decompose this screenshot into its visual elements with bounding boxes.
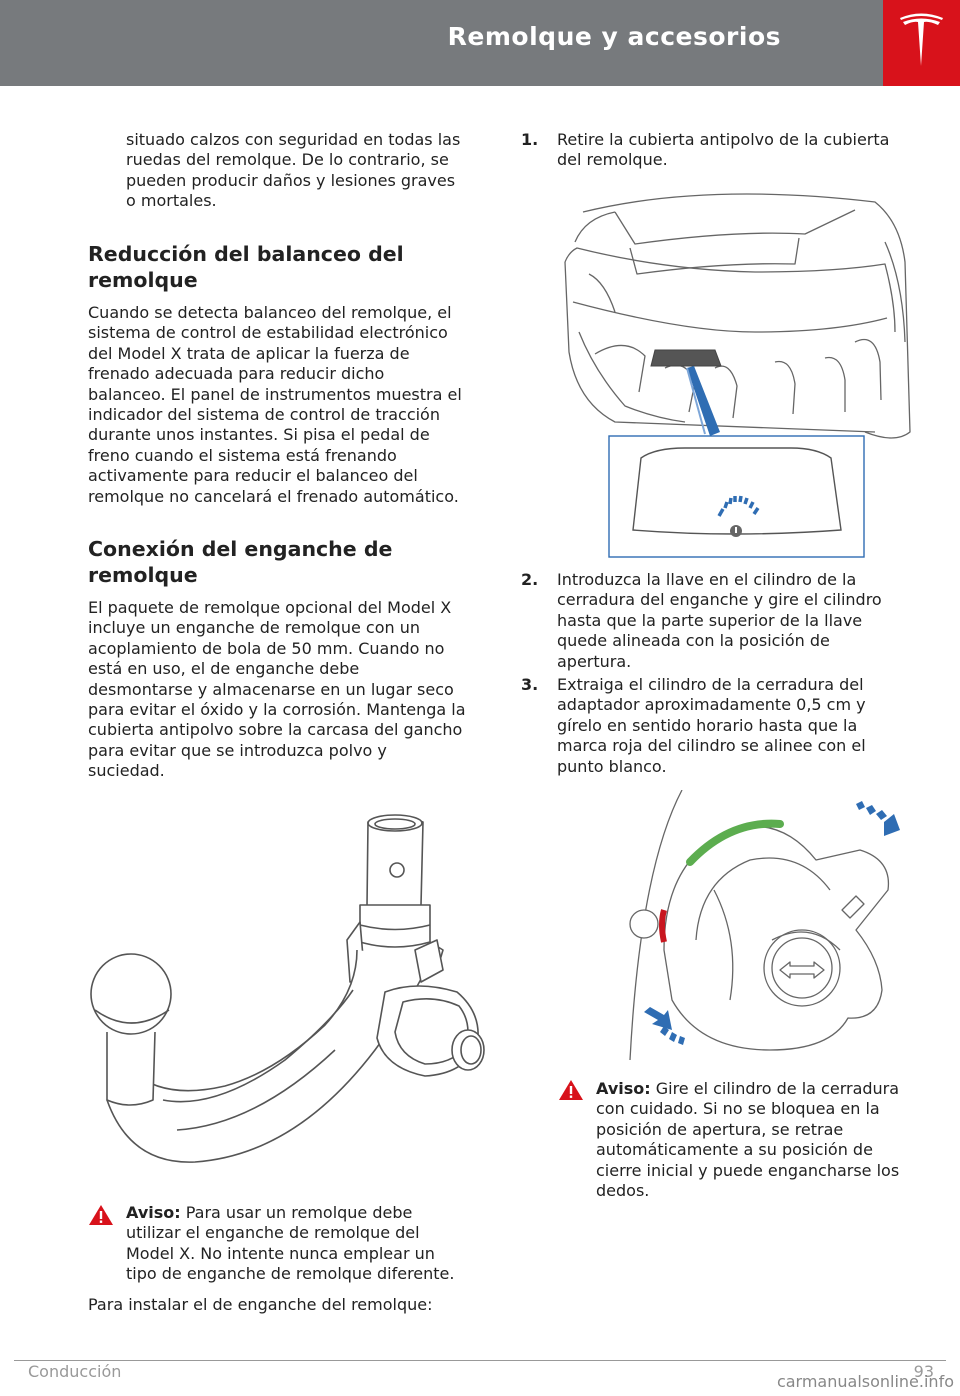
- line: sistema de control de estabilidad electr…: [88, 323, 448, 343]
- line: indicador del sistema de control de trac…: [88, 405, 440, 425]
- heading-hitch: Conexión del enganche de remolque: [88, 536, 392, 588]
- install-intro: Para instalar el de enganche del remolqu…: [88, 1295, 433, 1314]
- line: punto blanco.: [557, 756, 667, 776]
- line: balanceo. El panel de instrumentos muest…: [88, 384, 462, 404]
- line: Cuando se detecta balanceo del remolque,…: [88, 303, 452, 322]
- line: quede alineada con la posición de: [557, 631, 830, 651]
- page-number: 93: [913, 1362, 934, 1381]
- intro-paragraph: situado calzos con seguridad en todas la…: [126, 130, 460, 212]
- line: Model X. No intente nunca emplear un: [126, 1243, 435, 1263]
- rear-bumper-illustration: [564, 193, 911, 558]
- line: marca roja del cilindro se alinee con el: [557, 736, 866, 756]
- line: remolque no cancelará el frenado automát…: [88, 486, 459, 506]
- line: cerradura del enganche y gire el cilindr…: [557, 590, 882, 610]
- warning-label: Aviso:: [596, 1079, 651, 1098]
- warning-label: Aviso:: [126, 1203, 181, 1222]
- step-number: 1.: [521, 130, 539, 149]
- line: posición de apertura, se retrae: [596, 1119, 844, 1139]
- line: automáticamente a su posición de: [596, 1140, 873, 1160]
- sway-paragraph: Cuando se detecta balanceo del remolque,…: [88, 303, 462, 507]
- line: hasta que la parte superior de la llave: [557, 610, 863, 630]
- warning-hitch-text: Aviso: Para usar un remolque debe utiliz…: [126, 1203, 454, 1285]
- warning-text: Gire el cilindro de la cerradura: [650, 1079, 900, 1098]
- line: tipo de enganche de remolque diferente.: [126, 1264, 455, 1284]
- line: con cuidado. Si no se bloquea en la: [596, 1099, 880, 1119]
- warning-cylinder-text: Aviso: Gire el cilindro de la cerradura …: [596, 1079, 899, 1201]
- line: Extraiga el cilindro de la cerradura del: [557, 675, 864, 694]
- hitch-paragraph: El paquete de remolque opcional del Mode…: [88, 598, 466, 782]
- heading-line: Reducción del balanceo del: [88, 242, 404, 266]
- line: pueden producir daños y lesiones graves: [126, 170, 456, 190]
- line: adaptador aproximadamente 0,5 cm y: [557, 695, 866, 715]
- page-header: Remolque y accesorios: [0, 0, 883, 86]
- line: Retire la cubierta antipolvo de la cubie…: [557, 130, 890, 149]
- line: durante unos instantes. Si pisa el pedal…: [88, 425, 430, 445]
- warning-text: Para usar un remolque debe: [180, 1203, 413, 1222]
- line: utilizar el enganche de remolque del: [126, 1223, 420, 1243]
- line: acoplamiento de bola de 50 mm. Cuando no: [88, 638, 445, 658]
- warning-first-line: Aviso: Para usar un remolque debe: [126, 1203, 454, 1223]
- line: suciedad.: [88, 761, 165, 781]
- warning-icon: [89, 1205, 113, 1225]
- warning-first-line: Aviso: Gire el cilindro de la cerradura: [596, 1079, 899, 1099]
- line: situado calzos con seguridad en todas la…: [126, 130, 461, 149]
- line: Introduzca la llave en el cilindro de la: [557, 570, 857, 589]
- tow-hitch-illustration: [90, 814, 485, 1163]
- line: frenado adecuada para reducir dicho: [88, 364, 385, 384]
- footer-section: Conducción: [28, 1362, 122, 1381]
- line: activamente para reducir el balanceo del: [88, 466, 418, 486]
- step-1-text: Retire la cubierta antipolvo de la cubie…: [557, 130, 889, 171]
- step-2-text: Introduzca la llave en el cilindro de la…: [557, 570, 882, 672]
- line: ruedas del remolque. De lo contrario, se: [126, 150, 449, 170]
- line: o mortales.: [126, 191, 217, 211]
- header-title: Remolque y accesorios: [447, 22, 781, 51]
- line: freno cuando el sistema está frenando: [88, 445, 397, 465]
- line: del remolque.: [557, 150, 668, 170]
- tesla-logo-icon: [900, 13, 943, 66]
- line: apertura.: [557, 651, 632, 671]
- step-number: 2.: [521, 570, 539, 589]
- line: El paquete de remolque opcional del Mode…: [88, 598, 452, 617]
- line: dedos.: [596, 1181, 650, 1201]
- line: está en uso, el de enganche debe: [88, 659, 360, 679]
- line: gírelo en sentido horario hasta que la: [557, 715, 858, 735]
- line: incluye un enganche de remolque con un: [88, 618, 420, 638]
- line: desmontarse y almacenarse en un lugar se…: [88, 679, 454, 699]
- lock-cylinder-illustration: [629, 790, 900, 1061]
- warning-icon: [559, 1080, 583, 1100]
- line: del Model X trata de aplicar la fuerza d…: [88, 343, 410, 363]
- line: para evitar que se introduzca polvo y: [88, 740, 387, 760]
- line: cubierta antipolvo sobre la carcasa del …: [88, 720, 463, 740]
- tesla-logo: [883, 0, 960, 86]
- step-3-text: Extraiga el cilindro de la cerradura del…: [557, 675, 866, 777]
- step-number: 3.: [521, 675, 539, 694]
- heading-line: remolque: [88, 563, 198, 587]
- heading-line: remolque: [88, 268, 198, 292]
- watermark: carmanualsonline.info: [776, 1372, 954, 1391]
- line: cierre inicial y puede engancharse los: [596, 1160, 900, 1180]
- footer-divider: [14, 1360, 946, 1361]
- line: para evitar el óxido y la corrosión. Man…: [88, 700, 466, 720]
- heading-line: Conexión del enganche de: [88, 537, 393, 561]
- heading-sway: Reducción del balanceo del remolque: [88, 241, 404, 293]
